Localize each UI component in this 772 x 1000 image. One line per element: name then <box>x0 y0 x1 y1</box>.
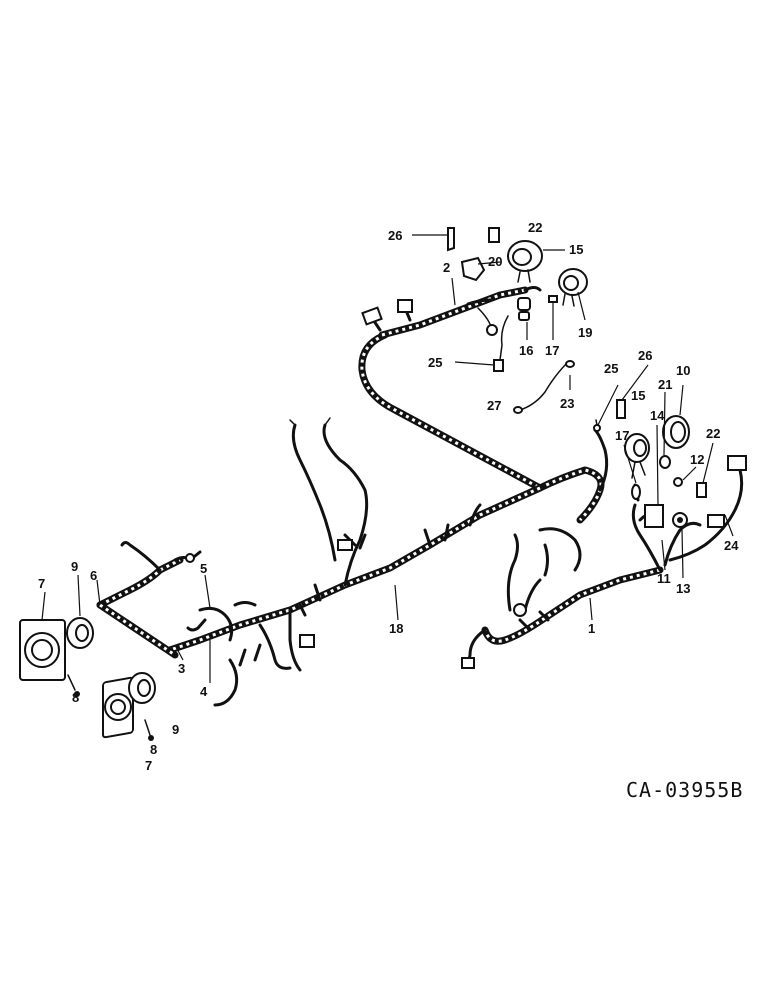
callout-17-right: 17 <box>615 428 629 443</box>
callout-15-right: 15 <box>631 388 645 403</box>
callout-22-top: 22 <box>528 220 542 235</box>
callout-4: 4 <box>200 684 208 699</box>
callout-labels: 26 22 2 20 15 19 16 17 25 23 27 26 10 25… <box>38 220 739 773</box>
callout-5: 5 <box>200 561 207 576</box>
callout-8-upper: 8 <box>72 690 79 705</box>
callout-25-top: 25 <box>428 355 442 370</box>
callout-24: 24 <box>724 538 739 553</box>
harness-27 <box>358 331 544 492</box>
callout-21: 21 <box>658 377 672 392</box>
left-harness <box>96 541 315 707</box>
callout-23: 23 <box>560 396 574 411</box>
callout-14: 14 <box>650 408 665 423</box>
harness-2 <box>361 286 542 339</box>
callout-7-upper: 7 <box>38 576 45 591</box>
callout-10: 10 <box>676 363 690 378</box>
callout-15-top: 15 <box>569 242 583 257</box>
callout-20: 20 <box>488 254 502 269</box>
headlamp-lower-left <box>102 672 156 741</box>
callout-6: 6 <box>90 568 97 583</box>
callout-8-lower: 8 <box>150 742 157 757</box>
harness-1 <box>461 428 664 669</box>
callout-13: 13 <box>676 581 690 596</box>
callout-2: 2 <box>443 260 450 275</box>
callout-27: 27 <box>487 398 501 413</box>
callout-25-right: 25 <box>604 361 618 376</box>
reference-code: CA-03955B <box>626 778 743 802</box>
callout-12: 12 <box>690 452 704 467</box>
callout-3: 3 <box>178 661 185 676</box>
callout-26-top: 26 <box>388 228 402 243</box>
callout-11: 11 <box>657 571 671 586</box>
callout-9-upper: 9 <box>71 559 78 574</box>
callout-17-top: 17 <box>545 343 559 358</box>
leader-lines <box>41 234 734 683</box>
callout-9-lower: 9 <box>172 722 179 737</box>
callout-18: 18 <box>389 621 403 636</box>
headlamp-upper-left <box>19 617 94 697</box>
right-components <box>593 399 747 572</box>
callout-19: 19 <box>578 325 592 340</box>
callout-16: 16 <box>519 343 533 358</box>
top-components <box>447 227 588 414</box>
harness-18 <box>166 417 605 654</box>
callout-22-right: 22 <box>706 426 720 441</box>
callout-26-right: 26 <box>638 348 652 363</box>
callout-7-lower: 7 <box>145 758 152 773</box>
callout-1: 1 <box>588 621 595 636</box>
